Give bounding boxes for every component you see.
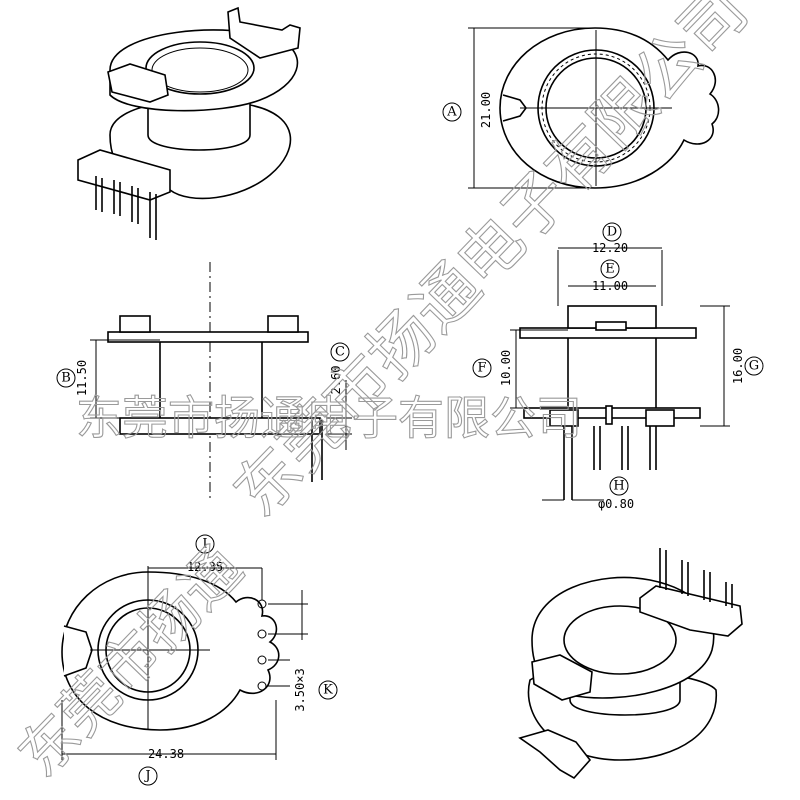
iso-view-bottom-right: [518, 548, 743, 780]
dim-g-value: 16.00: [731, 348, 745, 384]
dim-i-tag: I: [202, 537, 207, 552]
dim-e-value: 11.00: [592, 279, 628, 293]
dim-k-value: 3.50×3: [293, 668, 307, 711]
dim-f-value: 10.00: [499, 350, 513, 386]
watermark-diagonal: 东莞市扬通电子有限公司: [220, 0, 762, 531]
dim-h-value: φ0.80: [598, 497, 634, 511]
dim-d-value: 12.20: [592, 241, 628, 255]
dim-j-value: 24.38: [148, 747, 184, 761]
front-view: 11.50 B 2.60 C: [56, 262, 352, 500]
dim-j-tag: J: [143, 769, 150, 784]
dim-f-tag: F: [477, 361, 486, 376]
dim-a-value: 21.00: [479, 92, 493, 128]
dim-k-tag: K: [323, 683, 333, 698]
top-view: 21.00 A: [442, 27, 720, 189]
dim-e-tag: E: [605, 262, 615, 277]
dim-c-value: 2.60: [329, 366, 343, 395]
iso-view-top-left: [77, 6, 301, 240]
dim-g-tag: G: [749, 359, 759, 374]
dim-a-tag: A: [446, 105, 457, 120]
dim-d-tag: D: [607, 225, 617, 240]
dim-b-tag: B: [61, 371, 71, 386]
bottom-view: 12.35 I 24.38 J 3.50×3 K: [61, 534, 338, 786]
side-view: 12.20 D 11.00 E 10.00 F 16.00 G φ0.80 H: [472, 222, 764, 511]
dim-c-tag: C: [335, 345, 345, 360]
dim-i-value: 12.35: [187, 560, 223, 574]
dim-b-value: 11.50: [75, 360, 89, 396]
dim-h-tag: H: [613, 479, 624, 494]
watermark-horizontal: 东莞市扬通电子有限公司: [76, 391, 582, 445]
